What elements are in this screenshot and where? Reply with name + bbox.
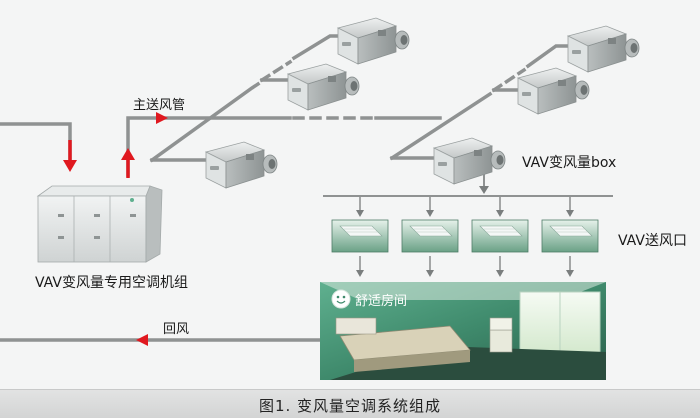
return-left-arrow-icon: [136, 334, 148, 346]
diffuser-row: [331, 219, 599, 253]
header-drops: [356, 196, 574, 217]
vav-box-label: VAV变风量box: [522, 155, 617, 171]
caption-bar: 图1. 变风量空调系统组成: [0, 389, 700, 418]
branch-left-top: [291, 34, 344, 61]
branch-right-dash: [491, 67, 527, 93]
figure-caption: 图1. 变风量空调系统组成: [258, 397, 442, 415]
diffuser-to-room-arrows: [356, 256, 574, 277]
vav-box-icon: [205, 141, 278, 189]
return-air-label: 回风: [163, 322, 190, 337]
diffuser-icon: [471, 219, 529, 253]
main-supply-duct-label: 主送风管: [133, 98, 186, 113]
comfort-room-label: 舒适房间: [355, 294, 408, 309]
branch-right-top: [525, 44, 574, 69]
ahu-label: VAV变风量专用空调机组: [35, 275, 188, 291]
supply-up-arrow-icon: [121, 148, 135, 160]
vav-box-icon: [517, 67, 590, 115]
diffuser-icon: [331, 219, 389, 253]
ahu-icon: [36, 185, 163, 263]
intake-arrow-icon: [63, 160, 77, 172]
vav-box-icon: [287, 63, 360, 111]
diffuser-icon: [541, 219, 599, 253]
vav-box-icon: [567, 25, 640, 73]
vav-outlet-label: VAV送风口: [618, 233, 687, 249]
comfort-room-image: [320, 282, 606, 380]
branch-left-upper: [149, 81, 261, 163]
branch-left-upper-dash: [259, 59, 293, 83]
flow-arrows: [63, 112, 168, 346]
branch-right-main: [389, 91, 493, 161]
vav-box-icon: [337, 17, 410, 65]
outdoor-air-duct: [0, 122, 72, 160]
vav-box-icon: [433, 137, 506, 185]
diffuser-icon: [401, 219, 459, 253]
smiley-face-icon: [331, 289, 351, 309]
supply-right-arrow-icon: [156, 112, 168, 124]
